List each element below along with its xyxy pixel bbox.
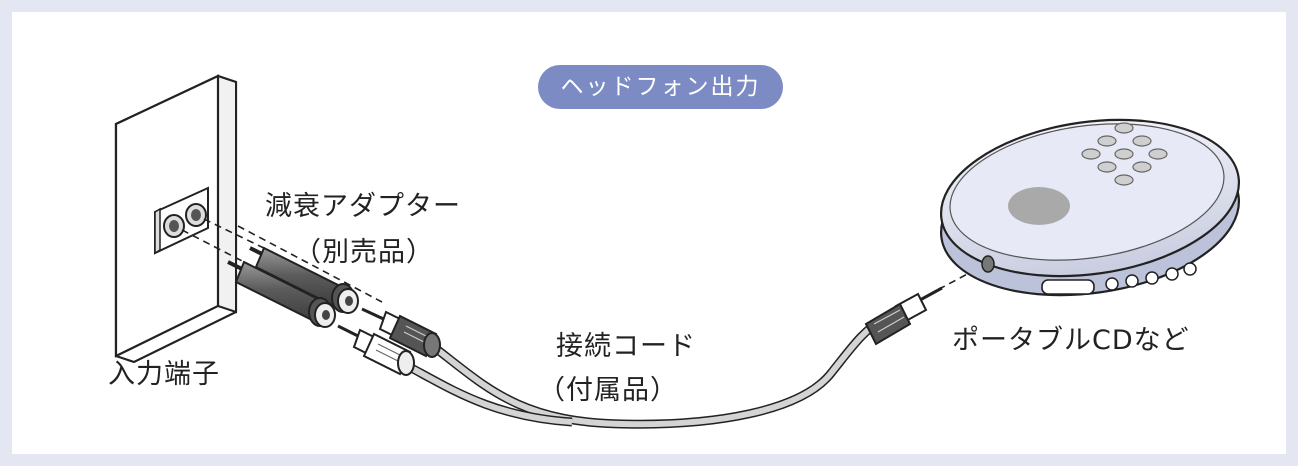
label-input-terminal: 入力端子 (108, 359, 220, 390)
headphone-output-badge: ヘッドフォン出力 (538, 65, 783, 109)
label-portable-cd: ポータブルCDなど (952, 325, 1190, 356)
connection-illustration (114, 74, 1241, 429)
label-attenuator-sold-separately: （別売品） (294, 237, 434, 268)
portable-cd-player-icon (939, 118, 1241, 297)
label-attenuator-adapter: 減衰アダプター (265, 191, 461, 222)
rca-plug-upper-icon (361, 307, 441, 358)
rca-jack-left-icon (163, 214, 185, 238)
mini-plug-icon (864, 286, 943, 346)
attenuator-adapter-lower-icon (227, 260, 336, 328)
rca-jack-right-icon (185, 203, 207, 227)
guide-lines (181, 218, 989, 303)
label-connection-cord: 接続コード (556, 331, 696, 362)
label-cord-included: （付属品） (538, 375, 678, 406)
attenuator-adapter-upper-icon (249, 246, 359, 314)
rca-plug-lower-icon (337, 324, 415, 376)
